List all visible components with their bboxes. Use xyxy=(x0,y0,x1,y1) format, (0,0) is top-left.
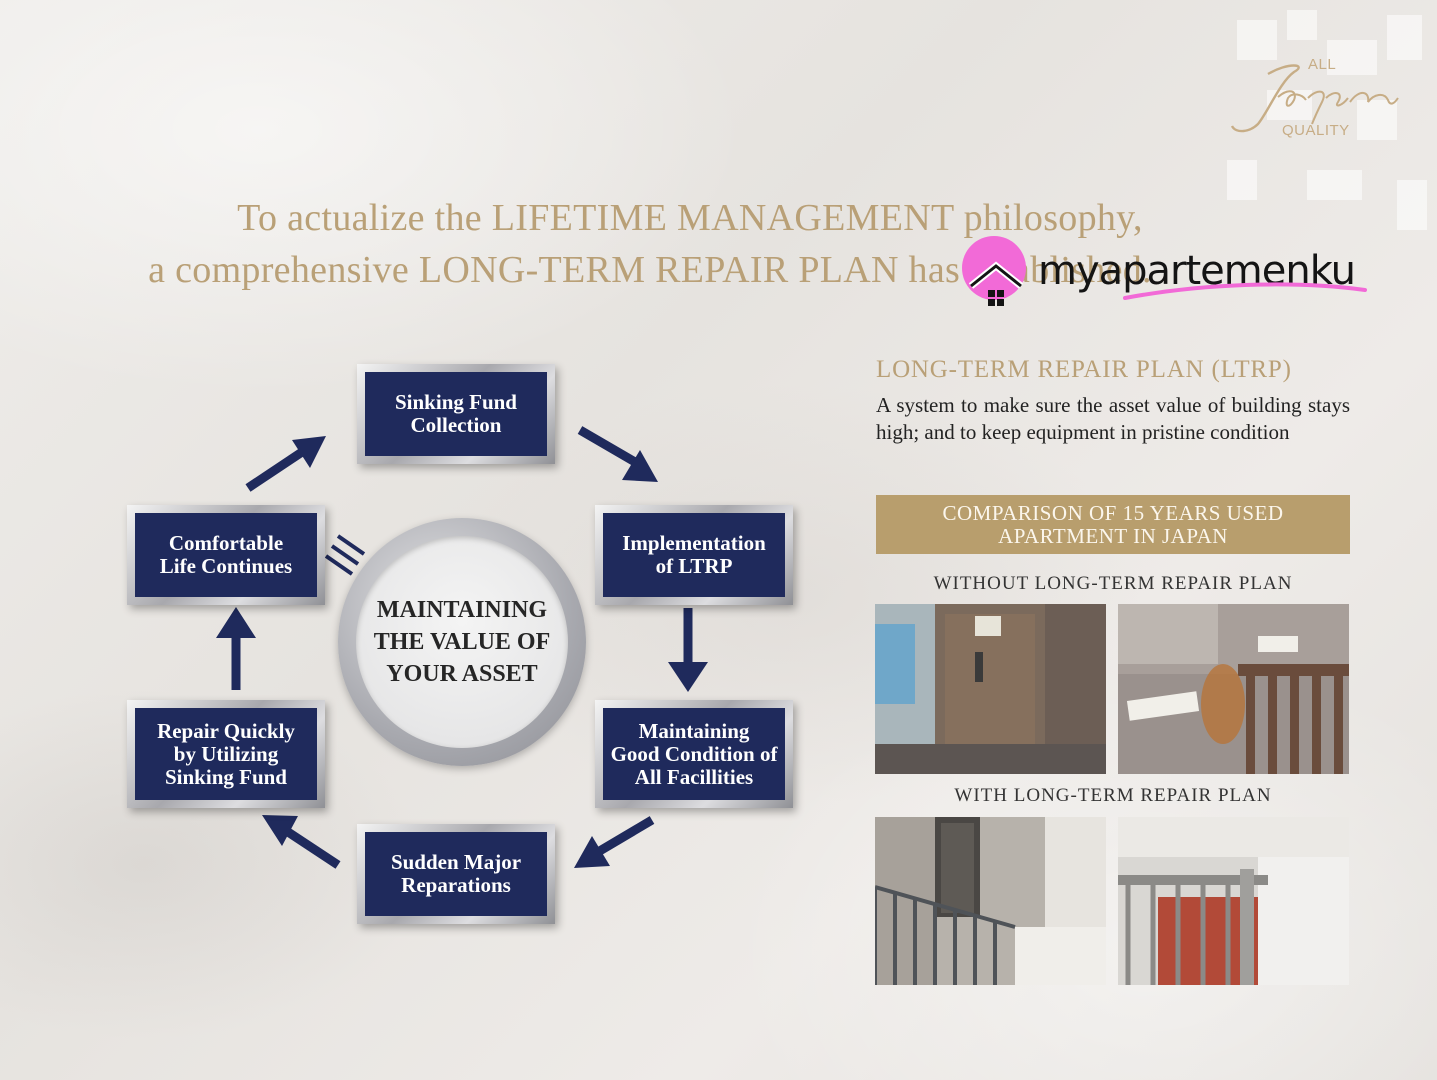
logo-quality-text: QUALITY xyxy=(1282,122,1350,139)
photo-without-plan-railing xyxy=(1118,604,1349,774)
step-sinking-fund: Sinking Fund Collection xyxy=(357,364,555,464)
step-repair-quickly: Repair Quickly by Utilizing Sinking Fund xyxy=(127,700,325,808)
watermark-swoosh-icon xyxy=(1123,282,1367,300)
arrow-repair-to-comfortable xyxy=(216,607,256,690)
step-label: Implementation of LTRP xyxy=(622,531,766,578)
comparison-banner: COMPARISON OF 15 YEARS USED APARTMENT IN… xyxy=(876,495,1350,554)
step-label: Comfortable Life Continues xyxy=(159,531,293,578)
japan-script-icon xyxy=(1230,64,1399,133)
step-sudden-reparations: Sudden Major Reparations xyxy=(357,824,555,924)
arrow-comfortable-to-sinking xyxy=(245,436,326,492)
step-label: Sudden Major Reparations xyxy=(390,850,522,897)
ltrp-title: LONG-TERM REPAIR PLAN (LTRP) xyxy=(876,356,1292,383)
photo-with-plan-stairs xyxy=(875,817,1106,985)
without-plan-label: WITHOUT LONG-TERM REPAIR PLAN xyxy=(933,573,1293,594)
photo-without-plan-door xyxy=(875,604,1106,774)
logo-all-text: ALL xyxy=(1308,56,1337,73)
ltrp-description: A system to make sure the asset value of… xyxy=(876,393,1350,444)
step-label: Repair Quickly by Utilizing Sinking Fund xyxy=(157,718,295,789)
center-text: MAINTAINING THE VALUE OF YOUR ASSET xyxy=(373,597,551,687)
headline-line-1: To actualize the LIFETIME MANAGEMENT phi… xyxy=(237,197,1143,239)
decorative-squares xyxy=(1207,0,1437,260)
myapartemenku-watermark: myapartemenku xyxy=(960,236,1380,312)
step-comfortable-life: Comfortable Life Continues xyxy=(127,505,325,605)
arrow-implementation-to-maintaining xyxy=(668,608,708,692)
arrow-sinking-to-implementation xyxy=(577,426,658,482)
arrow-sudden-to-repair xyxy=(262,815,341,869)
all-japan-quality-logo: ALL QUALITY xyxy=(1228,52,1403,147)
step-implementation: Implementation of LTRP xyxy=(595,505,793,605)
cycle-arrows xyxy=(216,426,708,869)
photo-with-plan-railing xyxy=(1118,817,1349,985)
step-label: Maintaining Good Condition of All Facill… xyxy=(610,718,778,789)
step-maintaining-condition: Maintaining Good Condition of All Facill… xyxy=(595,700,793,808)
house-icon xyxy=(968,261,1024,306)
center-value-circle: MAINTAINING THE VALUE OF YOUR ASSET xyxy=(338,518,586,766)
with-plan-label: WITH LONG-TERM REPAIR PLAN xyxy=(954,785,1272,806)
ltrp-cycle-diagram: MAINTAINING THE VALUE OF YOUR ASSET Sink… xyxy=(127,364,793,924)
arrow-maintaining-to-sudden xyxy=(574,816,655,868)
step-label: Sinking Fund Collection xyxy=(394,390,517,437)
comparison-banner-text: COMPARISON OF 15 YEARS USED APARTMENT IN… xyxy=(942,500,1284,548)
